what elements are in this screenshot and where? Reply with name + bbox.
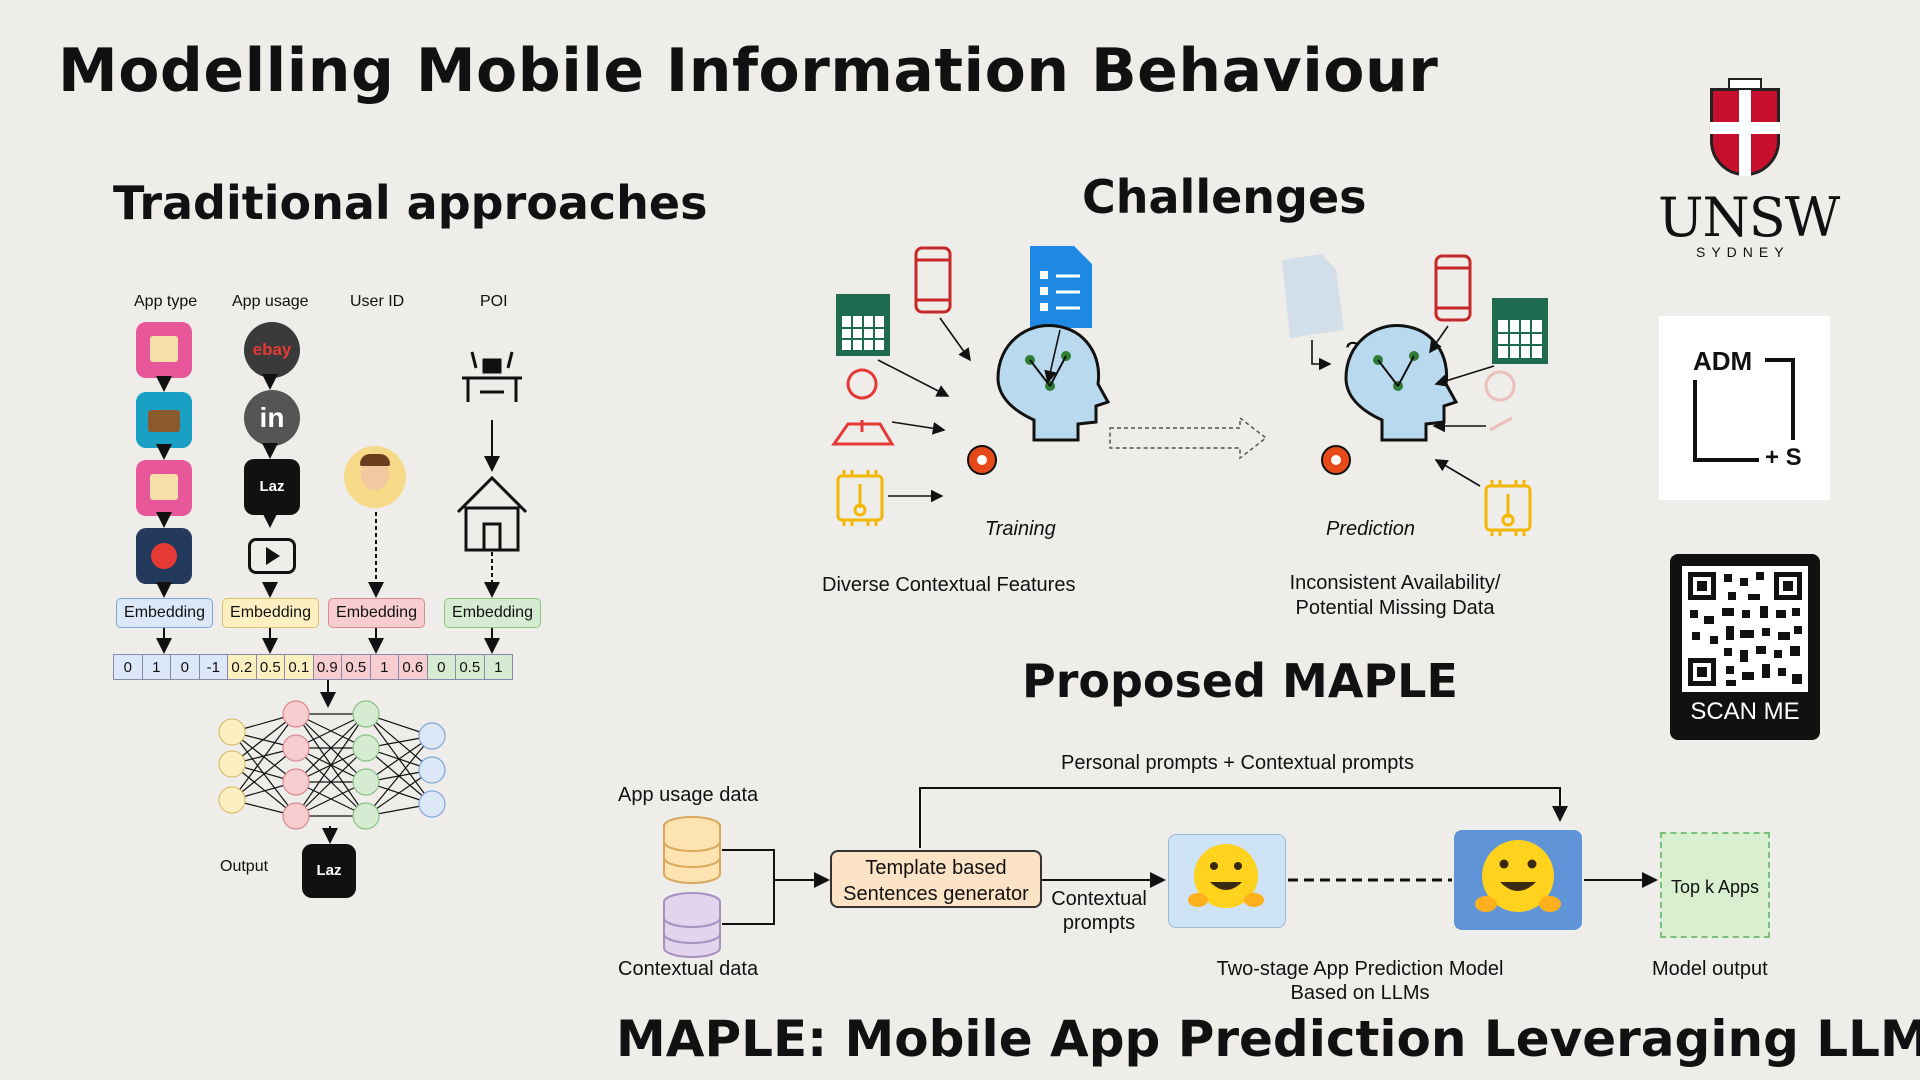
proposed-heading: Proposed MAPLE [1022, 654, 1458, 708]
qr-pattern-svg [1688, 572, 1802, 686]
shopping-bag-icon [136, 322, 192, 378]
personal-prompts-label: Personal prompts + Contextual prompts [1061, 752, 1414, 774]
traditional-arrows [156, 374, 500, 844]
unsw-crest-icon [1710, 78, 1780, 188]
model-caption-1: Two-stage App Prediction Model [1216, 958, 1504, 980]
template-sentence-generator: Template based Sentences generator [830, 850, 1042, 908]
temperature-chip-icon [836, 470, 884, 526]
column-app-usage: App usage [232, 293, 309, 310]
pipeline-arrows [722, 787, 1658, 925]
linkedin-icon: in [244, 390, 300, 446]
house-icon [456, 475, 528, 552]
contextual-database-icon [663, 892, 721, 958]
briefcase-icon [136, 392, 192, 448]
ai-head-training-icon [967, 324, 1111, 475]
vector-cell: 1 [483, 654, 513, 680]
transition-arrow [1109, 416, 1268, 460]
template-line-1: Template based [865, 857, 1007, 879]
vector-cell: 0 [113, 654, 143, 680]
smartphone-icon [914, 246, 952, 314]
model-output-label: Model output [1652, 958, 1768, 980]
app-usage-data-label: App usage data [618, 784, 759, 806]
contextual-prompts-1: Contextual [1051, 888, 1147, 910]
training-label: Training [985, 518, 1056, 540]
missing-data-caption-1: Inconsistent Availability/ [1289, 572, 1501, 594]
vector-cell: 0.9 [312, 654, 342, 680]
vector-cell: 0 [170, 654, 200, 680]
embedding-app-usage: Embedding [222, 598, 319, 628]
embedding-poi: Embedding [444, 598, 541, 628]
hugging-face-icon [1188, 844, 1264, 908]
lazada-icon: Laz [244, 459, 300, 515]
ai-head-prediction-icon [1321, 324, 1459, 475]
output-label: Output [220, 858, 269, 875]
contextual-data-label: Contextual data [618, 958, 759, 980]
page-title: Modelling Mobile Information Behaviour [58, 36, 1439, 106]
user-avatar-icon [344, 446, 406, 508]
smartphone-icon [1434, 254, 1472, 322]
qr-pattern-icon [1682, 566, 1808, 692]
contextual-prompts-2: prompts [1062, 912, 1136, 934]
scan-me-label: SCAN ME [1690, 698, 1800, 725]
temperature-chip-icon [1484, 480, 1532, 536]
missing-location-icon [1484, 370, 1516, 432]
prediction-label: Prediction [1326, 518, 1415, 540]
model-caption-2: Based on LLMs [1290, 982, 1430, 1004]
adm-s-logo: ADM + S [1659, 316, 1830, 500]
training-arrows [877, 317, 1061, 503]
feature-vector: 0 1 0 -1 0.2 0.5 0.1 0.9 0.5 1 0.6 0 0.5… [113, 654, 513, 680]
calendar-icon [836, 294, 890, 356]
missing-data-caption-2: Potential Missing Data [1295, 597, 1495, 619]
diverse-features-caption: Diverse Contextual Features [822, 574, 1076, 596]
ebay-icon: ebay [244, 322, 300, 378]
youtube-play-icon [244, 528, 300, 584]
lazada-output-icon: Laz [302, 844, 356, 898]
footer-title: MAPLE: Mobile App Prediction Leveraging … [616, 1010, 1920, 1068]
column-user-id: User ID [350, 293, 405, 310]
embedding-user-id: Embedding [328, 598, 425, 628]
vector-cell: 0.2 [227, 654, 257, 680]
video-play-icon [136, 528, 192, 584]
vector-cell: 1 [141, 654, 171, 680]
hugging-face-icon [1475, 840, 1561, 912]
location-map-icon [831, 368, 895, 446]
unsw-wordmark: UNSW [1658, 186, 1840, 249]
shopping-bag-icon [136, 460, 192, 516]
office-desk-icon [462, 351, 522, 402]
vector-cell: 0.5 [255, 654, 285, 680]
column-poi: POI [480, 293, 508, 310]
prediction-arrows [1311, 325, 1495, 487]
app-usage-database-icon [663, 816, 721, 884]
template-line-2: Sentences generator [843, 883, 1029, 905]
challenges-heading: Challenges [1082, 170, 1367, 224]
missing-document-icon [1282, 254, 1344, 338]
adm-text: ADM [1693, 346, 1753, 376]
calendar-icon [1492, 298, 1548, 364]
traditional-heading: Traditional approaches [113, 176, 708, 230]
top-k-apps: Top k Apps [1660, 832, 1770, 938]
sydney-wordmark: SYDNEY [1696, 244, 1790, 260]
vector-cell: 0.1 [284, 654, 314, 680]
neural-network [218, 700, 446, 830]
embedding-app-type: Embedding [116, 598, 213, 628]
adm-plus-text: + S [1765, 444, 1802, 471]
qr-code[interactable]: SCAN ME [1670, 554, 1820, 740]
column-app-type: App type [134, 293, 198, 310]
checklist-document-icon [1030, 246, 1092, 328]
